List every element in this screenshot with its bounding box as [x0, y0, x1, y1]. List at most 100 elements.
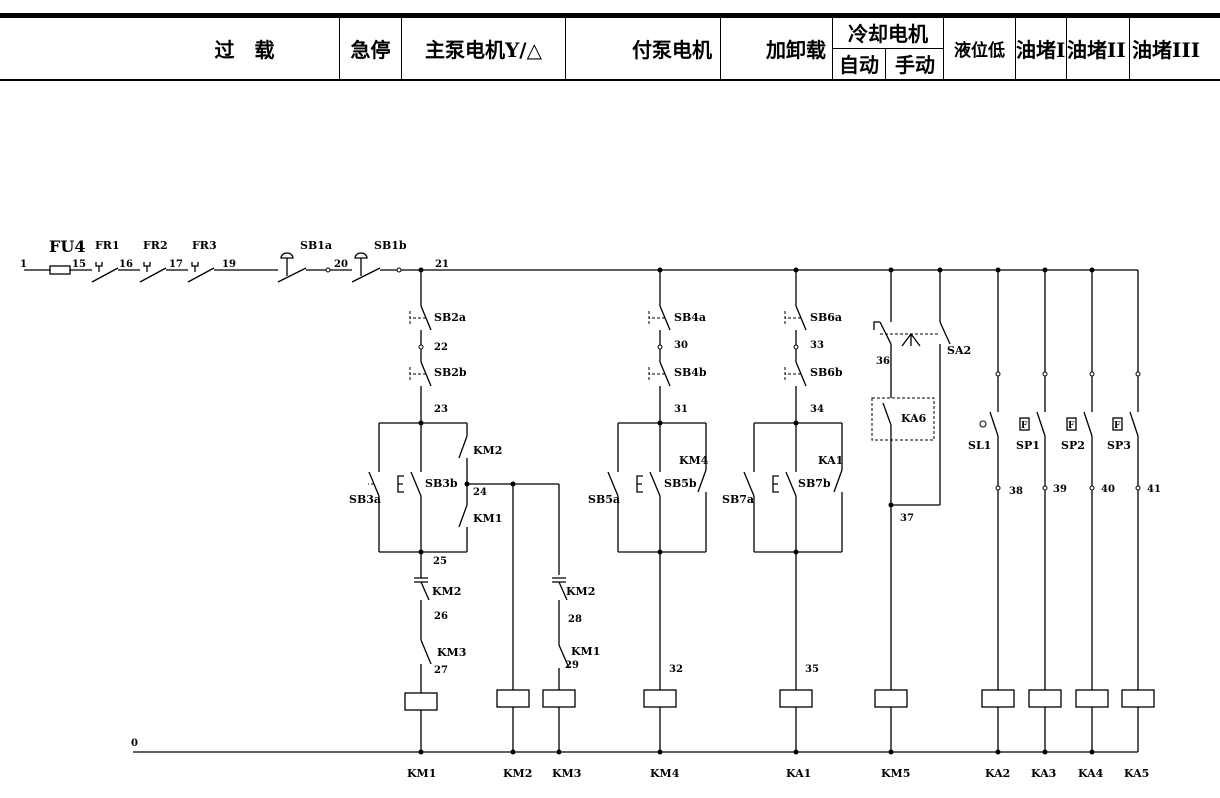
- wire-36: 36: [876, 356, 890, 367]
- header-label: 加卸载: [766, 38, 826, 62]
- label-sb4a: SB4a: [674, 311, 706, 324]
- label-km1-nc: KM1: [473, 512, 502, 525]
- wire-23: 23: [434, 404, 448, 415]
- coil-ka5: [1121, 689, 1155, 708]
- cooling-manual: 手动: [885, 48, 944, 79]
- label-ka1-nc: KA1: [818, 454, 843, 467]
- cooling-branch: [871, 270, 951, 752]
- wire-28: 28: [568, 614, 582, 625]
- label-sb6b: SB6b: [810, 366, 843, 379]
- label-sb1b: SB1b: [374, 239, 407, 252]
- label-coil-km5: KM5: [881, 767, 910, 780]
- label-sb3a: SB3a: [349, 493, 381, 506]
- header-label: 油堵II: [1067, 38, 1126, 62]
- main-pump-branch: [368, 270, 559, 752]
- label-coil-km2: KM2: [503, 767, 532, 780]
- label-fr3: FR3: [192, 239, 217, 252]
- label-sb1a: SB1a: [300, 239, 332, 252]
- coil-ka2: [981, 689, 1015, 708]
- coil-km3: [542, 689, 576, 708]
- wire-41: 41: [1147, 484, 1161, 495]
- header-col-overload: 过 载: [0, 18, 339, 79]
- wire-33: 33: [810, 340, 824, 351]
- wire-39: 39: [1053, 484, 1067, 495]
- svg-text:F: F: [1114, 421, 1121, 431]
- label-coil-ka2: KA2: [985, 767, 1010, 780]
- header-label: 液位低: [954, 41, 1005, 61]
- header-table: 过 载 急停 主泵电机Y/△ 付泵电机 加卸载 冷却电机 自动 手动 液位低 油…: [0, 13, 1220, 81]
- label-sp2: SP2: [1061, 439, 1085, 452]
- cooling-auto: 自动: [839, 53, 879, 78]
- header-col-aux-pump: 付泵电机: [565, 18, 720, 79]
- wire-15: 15: [72, 259, 86, 270]
- coil-km5: [874, 689, 908, 708]
- cooling-title: 冷却电机: [833, 18, 943, 49]
- wire-24: 24: [473, 487, 487, 498]
- header-label: 油堵III: [1132, 38, 1201, 62]
- header-col-clog1: 油堵I: [1015, 18, 1066, 79]
- header-col-low-level: 液位低: [943, 18, 1015, 79]
- header-label: 过 载: [214, 38, 275, 62]
- wire-0: 0: [131, 738, 138, 749]
- label-coil-km1: KM1: [407, 767, 436, 780]
- coil-km2: [496, 689, 530, 708]
- aux-pump-branch: [607, 270, 707, 752]
- label-km2-nc: KM2: [473, 444, 502, 457]
- label-km3-nc: KM3: [437, 646, 466, 659]
- wire-30: 30: [674, 340, 688, 351]
- wire-37: 37: [900, 513, 914, 524]
- header-col-load-unload: 加卸载: [720, 18, 832, 79]
- header-label: 主泵电机Y/△: [425, 38, 542, 62]
- fuse-fu4: [49, 265, 71, 275]
- sensor-branches: [979, 270, 1155, 752]
- header-col-cooling: 冷却电机 自动 手动: [832, 18, 943, 79]
- coil-ka4: [1075, 689, 1109, 708]
- label-sb2a: SB2a: [434, 311, 466, 324]
- label-sp3: SP3: [1107, 439, 1131, 452]
- wire-35: 35: [805, 664, 819, 675]
- wire-26: 26: [434, 611, 448, 622]
- label-km1-coilB: KM1: [571, 645, 600, 658]
- svg-text:F: F: [1021, 421, 1028, 431]
- wire-38: 38: [1009, 486, 1023, 497]
- wire-34: 34: [810, 404, 824, 415]
- label-coil-km4: KM4: [650, 767, 680, 780]
- label-coil-ka3: KA3: [1031, 767, 1056, 780]
- wire-17: 17: [169, 259, 183, 270]
- km3-branch: [542, 484, 576, 752]
- label-km4-nc: KM4: [679, 454, 709, 467]
- label-sb5b: SB5b: [664, 477, 697, 490]
- label-sb5a: SB5a: [588, 493, 620, 506]
- label-coil-ka1: KA1: [786, 767, 811, 780]
- header-col-clog3: 油堵III: [1129, 18, 1220, 79]
- label-sb3b: SB3b: [425, 477, 458, 490]
- header-col-estop: 急停: [339, 18, 401, 79]
- label-coil-km3: KM3: [552, 767, 581, 780]
- top-bus: [24, 252, 1138, 283]
- km2-branch: [496, 484, 530, 752]
- label-coil-ka5: KA5: [1124, 767, 1149, 780]
- label-km2-coilA: KM2: [566, 585, 595, 598]
- label-sl1: SL1: [968, 439, 991, 452]
- label-coil-ka4: KA4: [1078, 767, 1104, 780]
- wire-21: 21: [435, 259, 449, 270]
- coil-km4: [643, 689, 677, 708]
- label-fr1: FR1: [95, 239, 120, 252]
- label-sb6a: SB6a: [810, 311, 842, 324]
- wire-20: 20: [334, 259, 348, 270]
- wire-numbers: 1 15 16 17 19 20 21 22 23 24 25 26 27 28…: [20, 259, 1161, 749]
- wire-31: 31: [674, 404, 688, 415]
- wire-22: 22: [434, 342, 448, 353]
- wire-25: 25: [433, 556, 447, 567]
- wire-16: 16: [119, 259, 133, 270]
- header-label: 付泵电机: [632, 38, 712, 62]
- component-labels: FU4 FR1 FR2 FR3 SB1a SB1b SB2a SB2b SB3a…: [49, 237, 1149, 780]
- label-sp1: SP1: [1016, 439, 1040, 452]
- label-sb7a: SB7a: [722, 493, 754, 506]
- header-label: 急停: [350, 38, 391, 62]
- label-sb4b: SB4b: [674, 366, 707, 379]
- label-sa2: SA2: [947, 344, 971, 357]
- load-unload-branch: [743, 270, 843, 752]
- label-fu4: FU4: [49, 237, 85, 256]
